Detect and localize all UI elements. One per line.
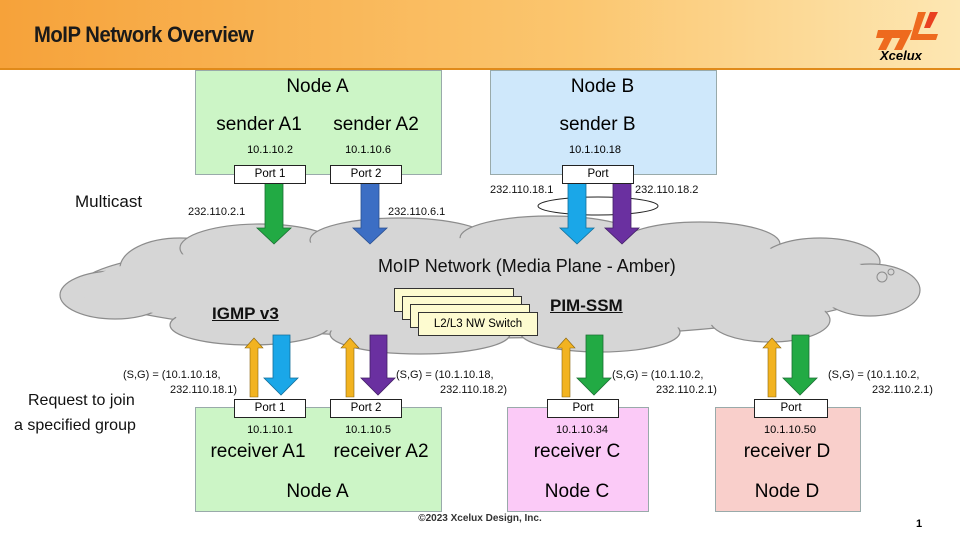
receiver-d-port: Port: [754, 399, 828, 418]
arrow-a2-stream: [360, 334, 396, 396]
sg-c-line1: (S,G) = (10.1.10.2,: [612, 369, 704, 381]
arrow-a1-request: [244, 337, 264, 398]
sender-a2-label: sender A2: [333, 114, 419, 135]
igmp-label: IGMP v3: [212, 304, 279, 323]
node-a-sender-box: [195, 70, 442, 175]
network-label: MoIP Network (Media Plane - Amber): [378, 256, 676, 276]
mc-a1-address: 232.110.2.1: [188, 206, 246, 218]
receiver-a2-ip: 10.1.10.5: [345, 424, 391, 436]
sg-d-line2: 232.110.2.1): [872, 384, 933, 396]
sender-b-label: sender B: [559, 114, 636, 135]
sg-a1-line2: 232.110.18.1): [170, 384, 238, 396]
arrow-d-stream: [782, 334, 818, 396]
nw-switch: L2/L3 NW Switch: [418, 312, 538, 336]
receiver-a2-port: Port 2: [330, 399, 402, 418]
sender-a1-port: Port 1: [234, 165, 306, 184]
arrow-a2-multicast: [351, 182, 389, 245]
node-a-bottom-title: Node A: [286, 481, 349, 502]
xcelux-logo-icon: [876, 12, 938, 50]
receiver-d-ip: 10.1.10.50: [764, 424, 816, 436]
node-c-box: [507, 407, 649, 512]
arrow-d-request: [762, 337, 782, 398]
receiver-a2-label: receiver A2: [333, 441, 429, 462]
pim-label: PIM-SSM: [550, 296, 623, 315]
logo-text: Xcelux: [880, 48, 922, 63]
receiver-d-label: receiver D: [743, 441, 831, 462]
arrow-a1-stream: [263, 334, 299, 396]
arrow-c-stream: [576, 334, 612, 396]
multicast-label: Multicast: [75, 192, 143, 211]
node-d-title: Node D: [754, 481, 820, 502]
copyright-footer: ©2023 Xcelux Design, Inc.: [418, 513, 542, 524]
header-banner: [0, 0, 960, 68]
mc-b1-address: 232.110.18.1: [490, 184, 554, 196]
node-a-top-title: Node A: [286, 76, 349, 97]
request-label-line2: a specified group: [14, 417, 136, 434]
sender-a2-port: Port 2: [330, 165, 402, 184]
arrow-a1-multicast: [255, 182, 293, 245]
sender-b-ip: 10.1.10.18: [569, 144, 621, 156]
arrow-b1-multicast: [558, 182, 596, 245]
header-divider: [0, 68, 960, 70]
request-label-line1: Request to join: [28, 392, 135, 409]
page-number: 1: [916, 518, 923, 530]
node-a-receiver-box: [195, 407, 442, 512]
arrow-b2-multicast: [603, 182, 641, 245]
arrow-c-request: [556, 337, 576, 398]
sg-a1-line1: (S,G) = (10.1.10.18,: [123, 369, 221, 381]
node-c-title: Node C: [544, 481, 610, 502]
sender-a2-ip: 10.1.10.6: [345, 144, 391, 156]
sender-b-port: Port: [562, 165, 634, 184]
arrow-a2-request: [340, 337, 360, 398]
sg-d-line1: (S,G) = (10.1.10.2,: [828, 369, 920, 381]
receiver-c-label: receiver C: [533, 441, 621, 462]
receiver-a1-ip: 10.1.10.1: [247, 424, 293, 436]
mc-b2-address: 232.110.18.2: [635, 184, 699, 196]
mc-a2-address: 232.110.6.1: [388, 206, 446, 218]
sg-a2-line2: 232.110.18.2): [440, 384, 508, 396]
receiver-a1-label: receiver A1: [210, 441, 306, 462]
sg-a2-line1: (S,G) = (10.1.10.18,: [396, 369, 494, 381]
sender-a1-label: sender A1: [216, 114, 302, 135]
page-title: MoIP Network Overview: [34, 22, 254, 47]
receiver-a1-port: Port 1: [234, 399, 306, 418]
receiver-c-port: Port: [547, 399, 619, 418]
node-b-sender-box: [490, 70, 717, 175]
sg-c-line2: 232.110.2.1): [656, 384, 717, 396]
receiver-c-ip: 10.1.10.34: [556, 424, 608, 436]
sender-a1-ip: 10.1.10.2: [247, 144, 293, 156]
node-b-title: Node B: [570, 76, 635, 97]
